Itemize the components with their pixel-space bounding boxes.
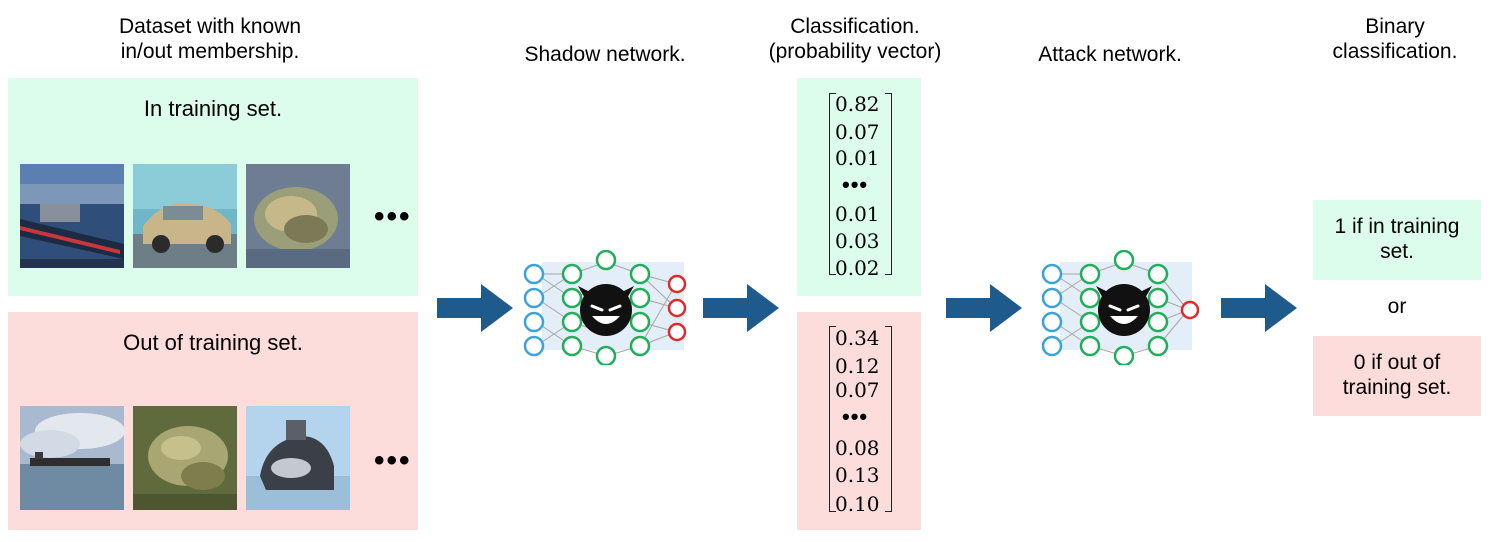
- shadow-network-diagram: [520, 249, 692, 370]
- in-set-ellipsis: •••: [374, 200, 412, 233]
- classification-heading: Classification. (probability vector): [768, 15, 942, 63]
- vector-value: 0.01: [835, 146, 880, 170]
- vector-value: 0.08: [835, 436, 880, 460]
- smiling-devil-icon: [1096, 284, 1152, 336]
- out-probability-vector-box: 0.34 0.12 0.07 ••• 0.08 0.13 0.10: [797, 312, 921, 530]
- vector-value: 0.12: [835, 354, 880, 378]
- attack-network-diagram: [1038, 249, 1208, 370]
- vector-value: 0.13: [835, 463, 880, 487]
- binary-classification-heading: Binary classification.: [1332, 15, 1458, 63]
- ship-image: [20, 164, 124, 268]
- out-set-ellipsis: •••: [374, 444, 412, 477]
- right-bracket: [885, 326, 892, 512]
- vector-value: 0.10: [835, 492, 880, 516]
- or-label: or: [1387, 295, 1407, 318]
- in-training-result: 1 if in training set.: [1313, 200, 1481, 280]
- frog-image: [246, 164, 350, 268]
- left-bracket: [829, 326, 836, 512]
- in-probability-vector-box: 0.82 0.07 0.01 ••• 0.01 0.03 0.02: [797, 78, 921, 296]
- boat-image: [246, 406, 350, 510]
- vector-ellipsis: •••: [842, 404, 869, 429]
- right-arrow-icon: [946, 284, 1022, 332]
- vector-ellipsis: •••: [842, 172, 869, 197]
- right-arrow-icon: [703, 284, 779, 332]
- in-training-set-title: In training set.: [143, 96, 283, 121]
- out-training-result: 0 if out of training set.: [1313, 336, 1481, 416]
- smiling-devil-icon: [578, 284, 634, 336]
- left-bracket: [829, 93, 836, 275]
- car-image: [133, 164, 237, 268]
- vector-value: 0.34: [835, 326, 880, 350]
- vector-value: 0.01: [835, 202, 880, 226]
- vector-value: 0.03: [835, 229, 880, 253]
- right-arrow-icon: [1221, 284, 1297, 332]
- right-bracket: [885, 93, 892, 275]
- vector-value: 0.07: [835, 378, 880, 402]
- vector-value: 0.82: [835, 92, 880, 116]
- right-arrow-icon: [437, 284, 513, 332]
- shadow-network-heading: Shadow network.: [524, 43, 686, 66]
- out-training-set-box: Out of training set. •••: [8, 312, 418, 530]
- attack-network-heading: Attack network.: [1038, 43, 1182, 66]
- dataset-heading: Dataset with known in/out membership.: [118, 15, 302, 63]
- in-training-set-box: In training set.: [8, 78, 418, 296]
- vector-value: 0.02: [835, 256, 880, 280]
- vector-value: 0.07: [835, 120, 880, 144]
- cargo-ship-image: [20, 406, 124, 510]
- toad-image: [133, 406, 237, 510]
- out-training-set-title: Out of training set.: [123, 330, 303, 355]
